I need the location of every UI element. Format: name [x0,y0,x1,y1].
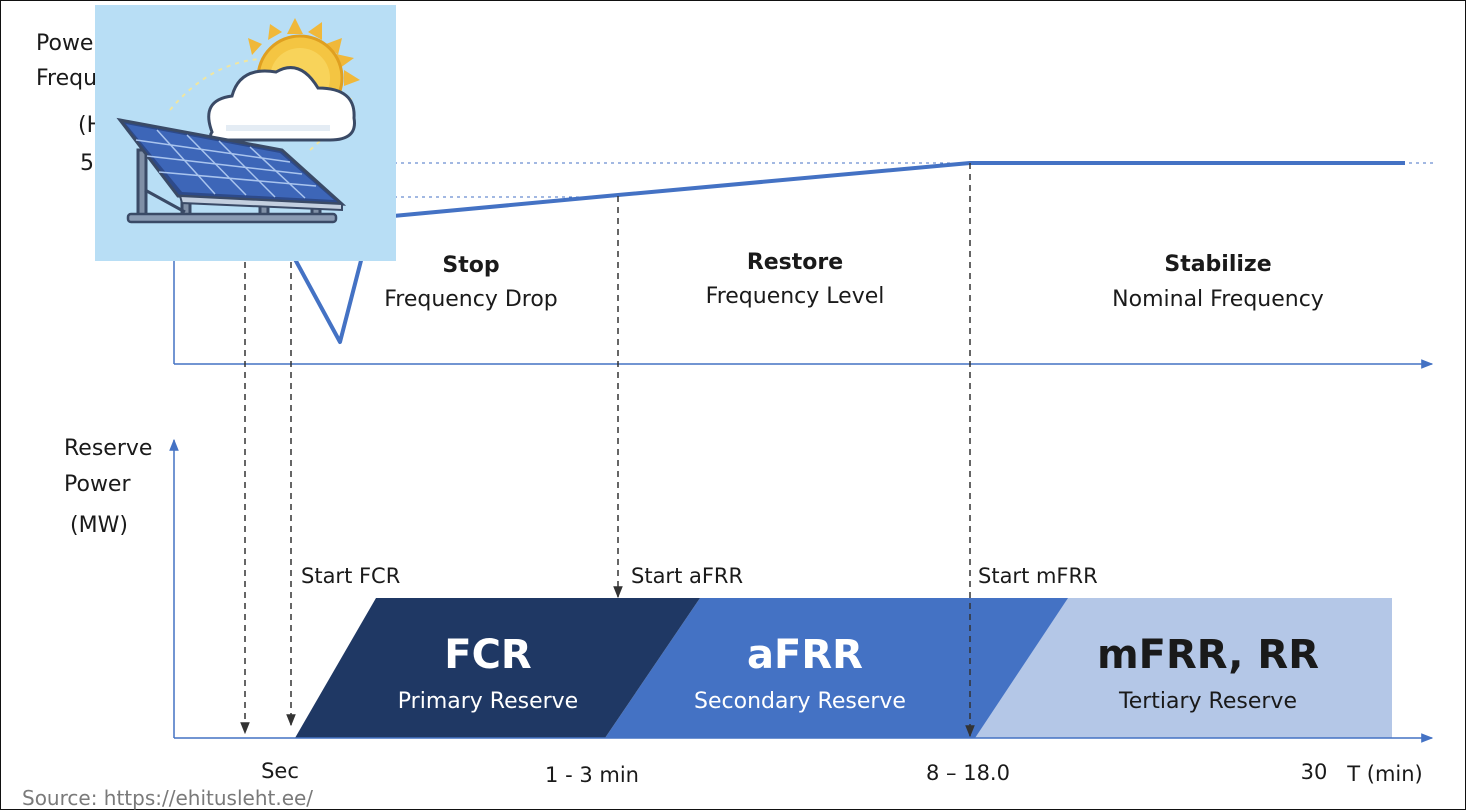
reserve-afrr-name: aFRR [747,632,863,678]
start-mfrr-label: Start mFRR [978,564,1098,588]
bottom-y-axis-label-line-3: (MW) [70,513,128,538]
reserve-block-mfrr-rr [960,598,1392,738]
reserve-fcr-subtitle: Primary Reserve [398,689,578,714]
reserve-afrr-subtitle: Secondary Reserve [694,689,906,714]
reserve-fcr-name: FCR [444,632,531,678]
phase-stabilize-subtitle: Nominal Frequency [1112,287,1324,312]
phase-restore-title: Restore [747,250,843,275]
source-citation: Source: https://ehitusleht.ee/ [22,786,314,810]
bottom-y-axis-label-line-1: Reserve [64,436,152,461]
start-afrr-label: Start aFRR [631,564,743,588]
start-fcr-label: Start FCR [301,564,400,588]
reserve-mfrr-rr-name: mFRR, RR [1097,632,1319,678]
frequency-curve [288,161,1405,344]
dashed-connectors [240,163,975,738]
bottom-y-axis-label-line-2: Power [64,472,131,497]
phase-stop-subtitle: Frequency Drop [384,287,558,312]
phase-stabilize-title: Stabilize [1164,252,1271,277]
phase-restore-subtitle: Frequency Level [706,284,885,309]
x-tick-8-18: 8 – 18.0 [926,761,1010,785]
reserve-mfrr-rr-subtitle: Tertiary Reserve [1118,689,1297,714]
x-tick-sec: Sec [261,759,299,783]
x-axis-label: T (min) [1346,762,1423,786]
top-y-axis-label-line-1: Power [36,31,103,56]
x-tick-1-3-min: 1 - 3 min [545,763,639,787]
x-tick-30: 30 [1301,760,1328,784]
reserve-block-fcr [295,598,700,738]
reserve-block-afrr [605,598,1068,738]
solar-panel-sun-cloud-icon [95,5,396,261]
phase-stop-title: Stop [442,253,499,278]
bottom-panel: Reserve Power (MW) FCR Primary Reserve a… [64,436,1434,787]
